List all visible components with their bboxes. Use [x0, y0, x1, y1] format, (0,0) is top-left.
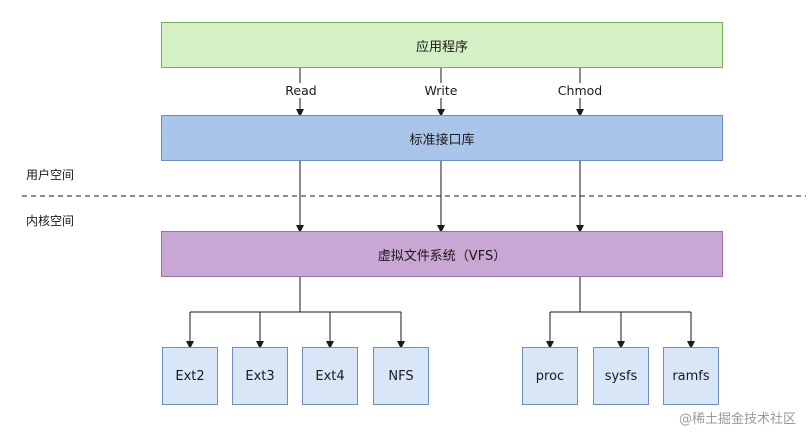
standard-library-layer: 标准接口库: [161, 115, 723, 161]
call-chmod-label: Chmod: [556, 83, 604, 98]
fs-ext3: Ext3: [232, 347, 288, 405]
vfs-layer: 虚拟文件系统（VFS）: [161, 231, 723, 277]
vfs-label: 虚拟文件系统（VFS）: [377, 248, 507, 264]
fs-ext3-label: Ext3: [245, 368, 275, 384]
fs-nfs: NFS: [373, 347, 429, 405]
fs-sysfs: sysfs: [593, 347, 649, 405]
fs-ramfs: ramfs: [663, 347, 719, 405]
fs-ext4-label: Ext4: [315, 368, 345, 384]
fs-sysfs-label: sysfs: [604, 368, 638, 384]
fs-proc-label: proc: [535, 368, 565, 384]
fs-nfs-label: NFS: [388, 368, 414, 384]
fs-proc: proc: [522, 347, 578, 405]
fs-ext4: Ext4: [302, 347, 358, 405]
fs-ramfs-label: ramfs: [672, 368, 710, 384]
source-watermark: @稀土掘金技术社区: [678, 412, 796, 427]
call-read-label: Read: [284, 83, 318, 98]
user-space-label: 用户空间: [26, 168, 75, 182]
application-label: 应用程序: [415, 39, 468, 55]
application-layer: 应用程序: [161, 22, 723, 68]
call-write-label: Write: [423, 83, 459, 98]
fs-ext2-label: Ext2: [175, 368, 205, 384]
standard-library-label: 标准接口库: [409, 132, 475, 148]
fs-ext2: Ext2: [162, 347, 218, 405]
kernel-space-label: 内核空间: [26, 214, 75, 228]
